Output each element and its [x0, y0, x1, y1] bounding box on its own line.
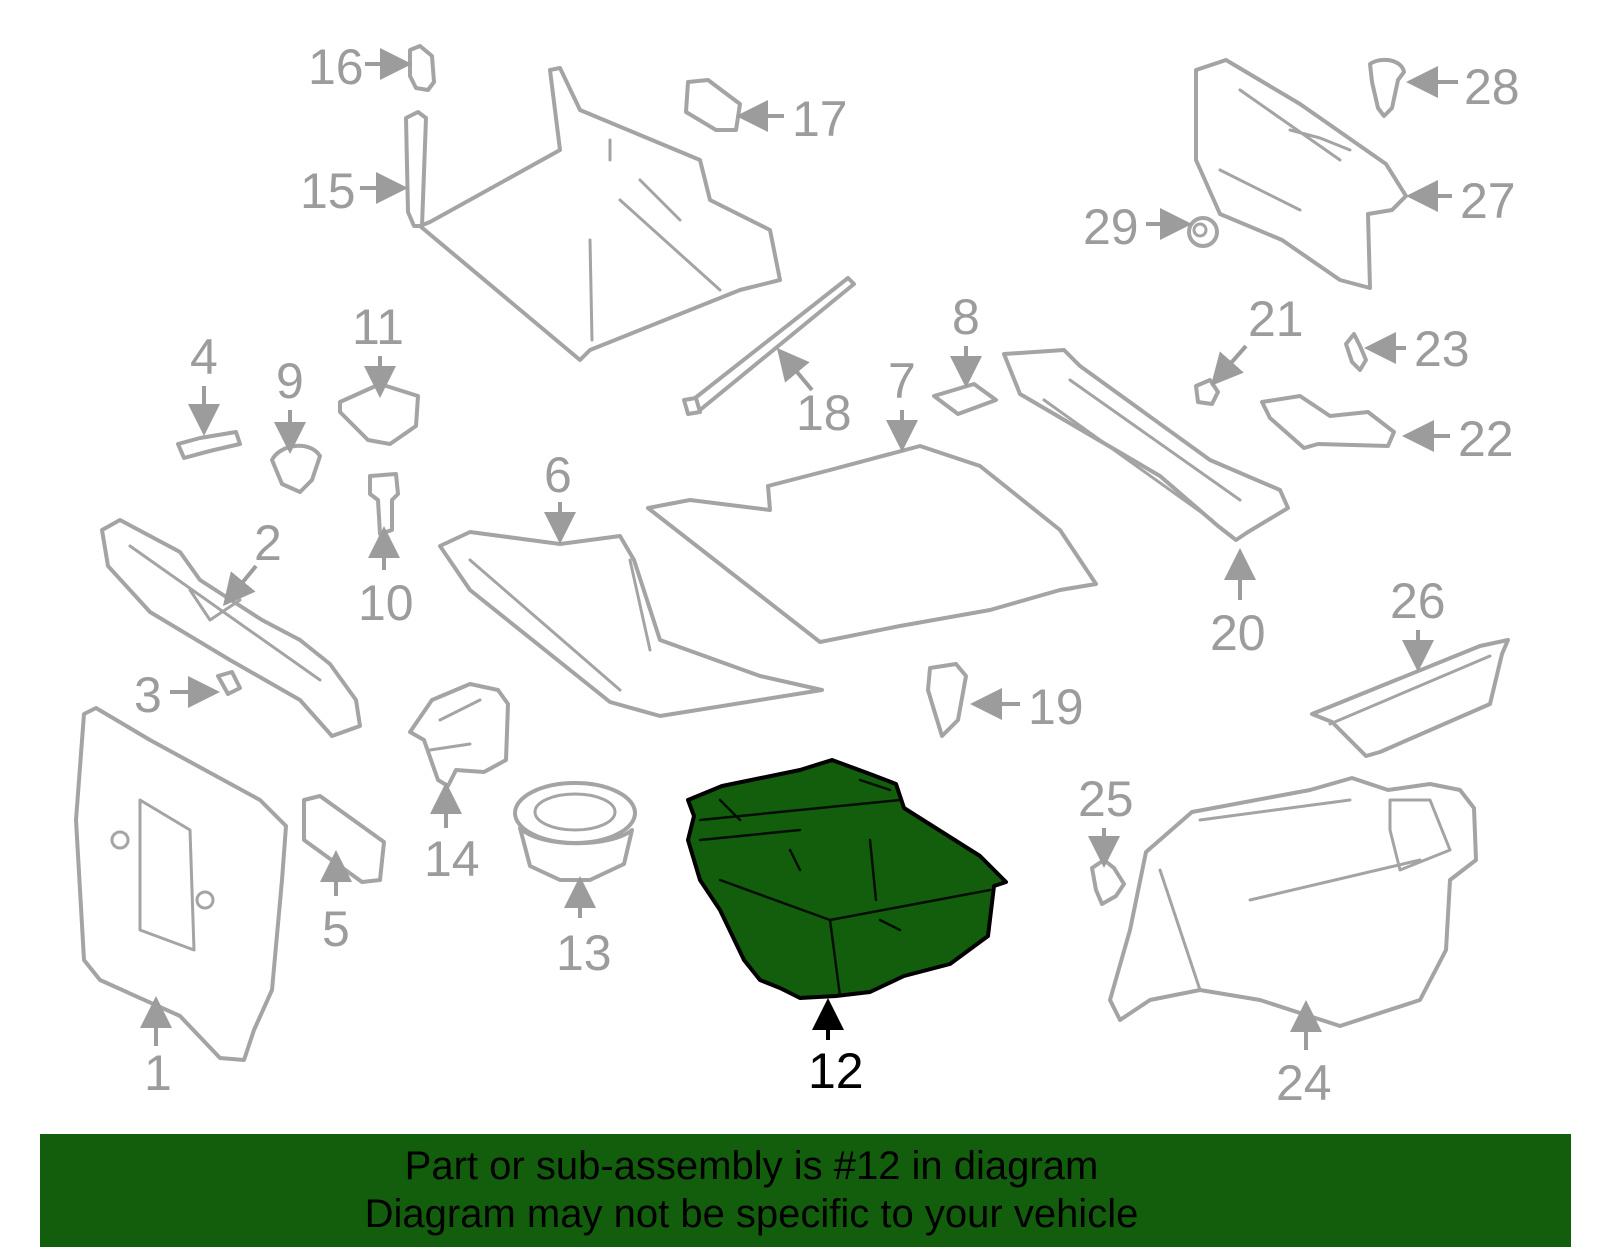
part-14-housing[interactable]	[408, 682, 510, 788]
label-14: 14	[424, 831, 480, 887]
part-20-sill-panel[interactable]	[1002, 348, 1290, 542]
label-8: 8	[952, 289, 980, 345]
banner-line-1: Part or sub-assembly is #12 in diagram	[404, 1144, 1099, 1188]
label-22: 22	[1458, 411, 1514, 467]
part-28-push-pin[interactable]	[1368, 57, 1406, 118]
label-11: 11	[352, 299, 404, 355]
part-9-clip[interactable]	[270, 443, 322, 494]
part-13-round-bin[interactable]	[513, 781, 637, 882]
label-15: 15	[300, 163, 356, 219]
label-26: 26	[1390, 573, 1446, 629]
banner-line-2: Diagram may not be specific to your vehi…	[364, 1192, 1139, 1236]
label-10: 10	[358, 575, 414, 631]
label-17: 17	[792, 91, 848, 147]
part-3-clip[interactable]	[216, 670, 242, 696]
part-27-rear-trim[interactable]	[1194, 58, 1408, 290]
part-11-cap[interactable]	[338, 382, 420, 446]
label-24: 24	[1276, 1055, 1332, 1111]
part-23-screw[interactable]	[1344, 332, 1368, 372]
label-7: 7	[888, 353, 916, 409]
part-22-bracket[interactable]	[1260, 394, 1396, 450]
parts-diagram: 16 15 17 18 28 27 29 8 7 21 23 22 4 9 11…	[74, 39, 1520, 1111]
part-26-shelf[interactable]	[1310, 638, 1510, 758]
label-3: 3	[134, 667, 162, 723]
part-18-gas-strut[interactable]	[682, 276, 856, 416]
part-12-trunk-tub[interactable]	[686, 758, 1008, 1000]
label-2: 2	[254, 515, 282, 571]
part-7-floor-mat[interactable]	[646, 444, 1098, 644]
label-5: 5	[322, 901, 350, 957]
part-29-grommet[interactable]	[1187, 216, 1219, 248]
label-23: 23	[1414, 321, 1470, 377]
part-10-bolt[interactable]	[368, 472, 400, 536]
label-20: 20	[1210, 605, 1266, 661]
label-28: 28	[1464, 59, 1520, 115]
label-13: 13	[556, 925, 612, 981]
part-21-clip[interactable]	[1194, 378, 1220, 406]
info-banner: Part or sub-assembly is #12 in diagram D…	[40, 1134, 1571, 1247]
part-4-fastener[interactable]	[176, 430, 242, 460]
part-5-plate[interactable]	[302, 794, 386, 884]
part-24-side-trim[interactable]	[1108, 776, 1478, 1028]
part-2-rail[interactable]	[100, 518, 362, 738]
part-19-bracket[interactable]	[926, 662, 968, 738]
label-19: 19	[1028, 679, 1084, 735]
label-6: 6	[544, 447, 572, 503]
label-25: 25	[1078, 771, 1134, 827]
label-12: 12	[808, 1043, 864, 1099]
label-29: 29	[1083, 199, 1139, 255]
part-25-clip[interactable]	[1090, 858, 1126, 906]
label-16: 16	[308, 39, 364, 95]
trunk-lid-panel	[418, 66, 782, 362]
part-8-pad[interactable]	[932, 382, 998, 416]
part-1-side-panel[interactable]	[74, 706, 288, 1062]
part-15-trim-strip[interactable]	[404, 110, 428, 228]
callouts: 16 15 17 18 28 27 29 8 7 21 23 22 4 9 11…	[134, 39, 1520, 1111]
part-17-bracket[interactable]	[684, 78, 742, 132]
label-18: 18	[796, 385, 852, 441]
label-21: 21	[1248, 291, 1304, 347]
label-1: 1	[144, 1045, 172, 1101]
label-27: 27	[1460, 173, 1516, 229]
part-16-clip[interactable]	[408, 44, 436, 92]
label-9: 9	[276, 353, 304, 409]
label-4: 4	[190, 329, 218, 385]
